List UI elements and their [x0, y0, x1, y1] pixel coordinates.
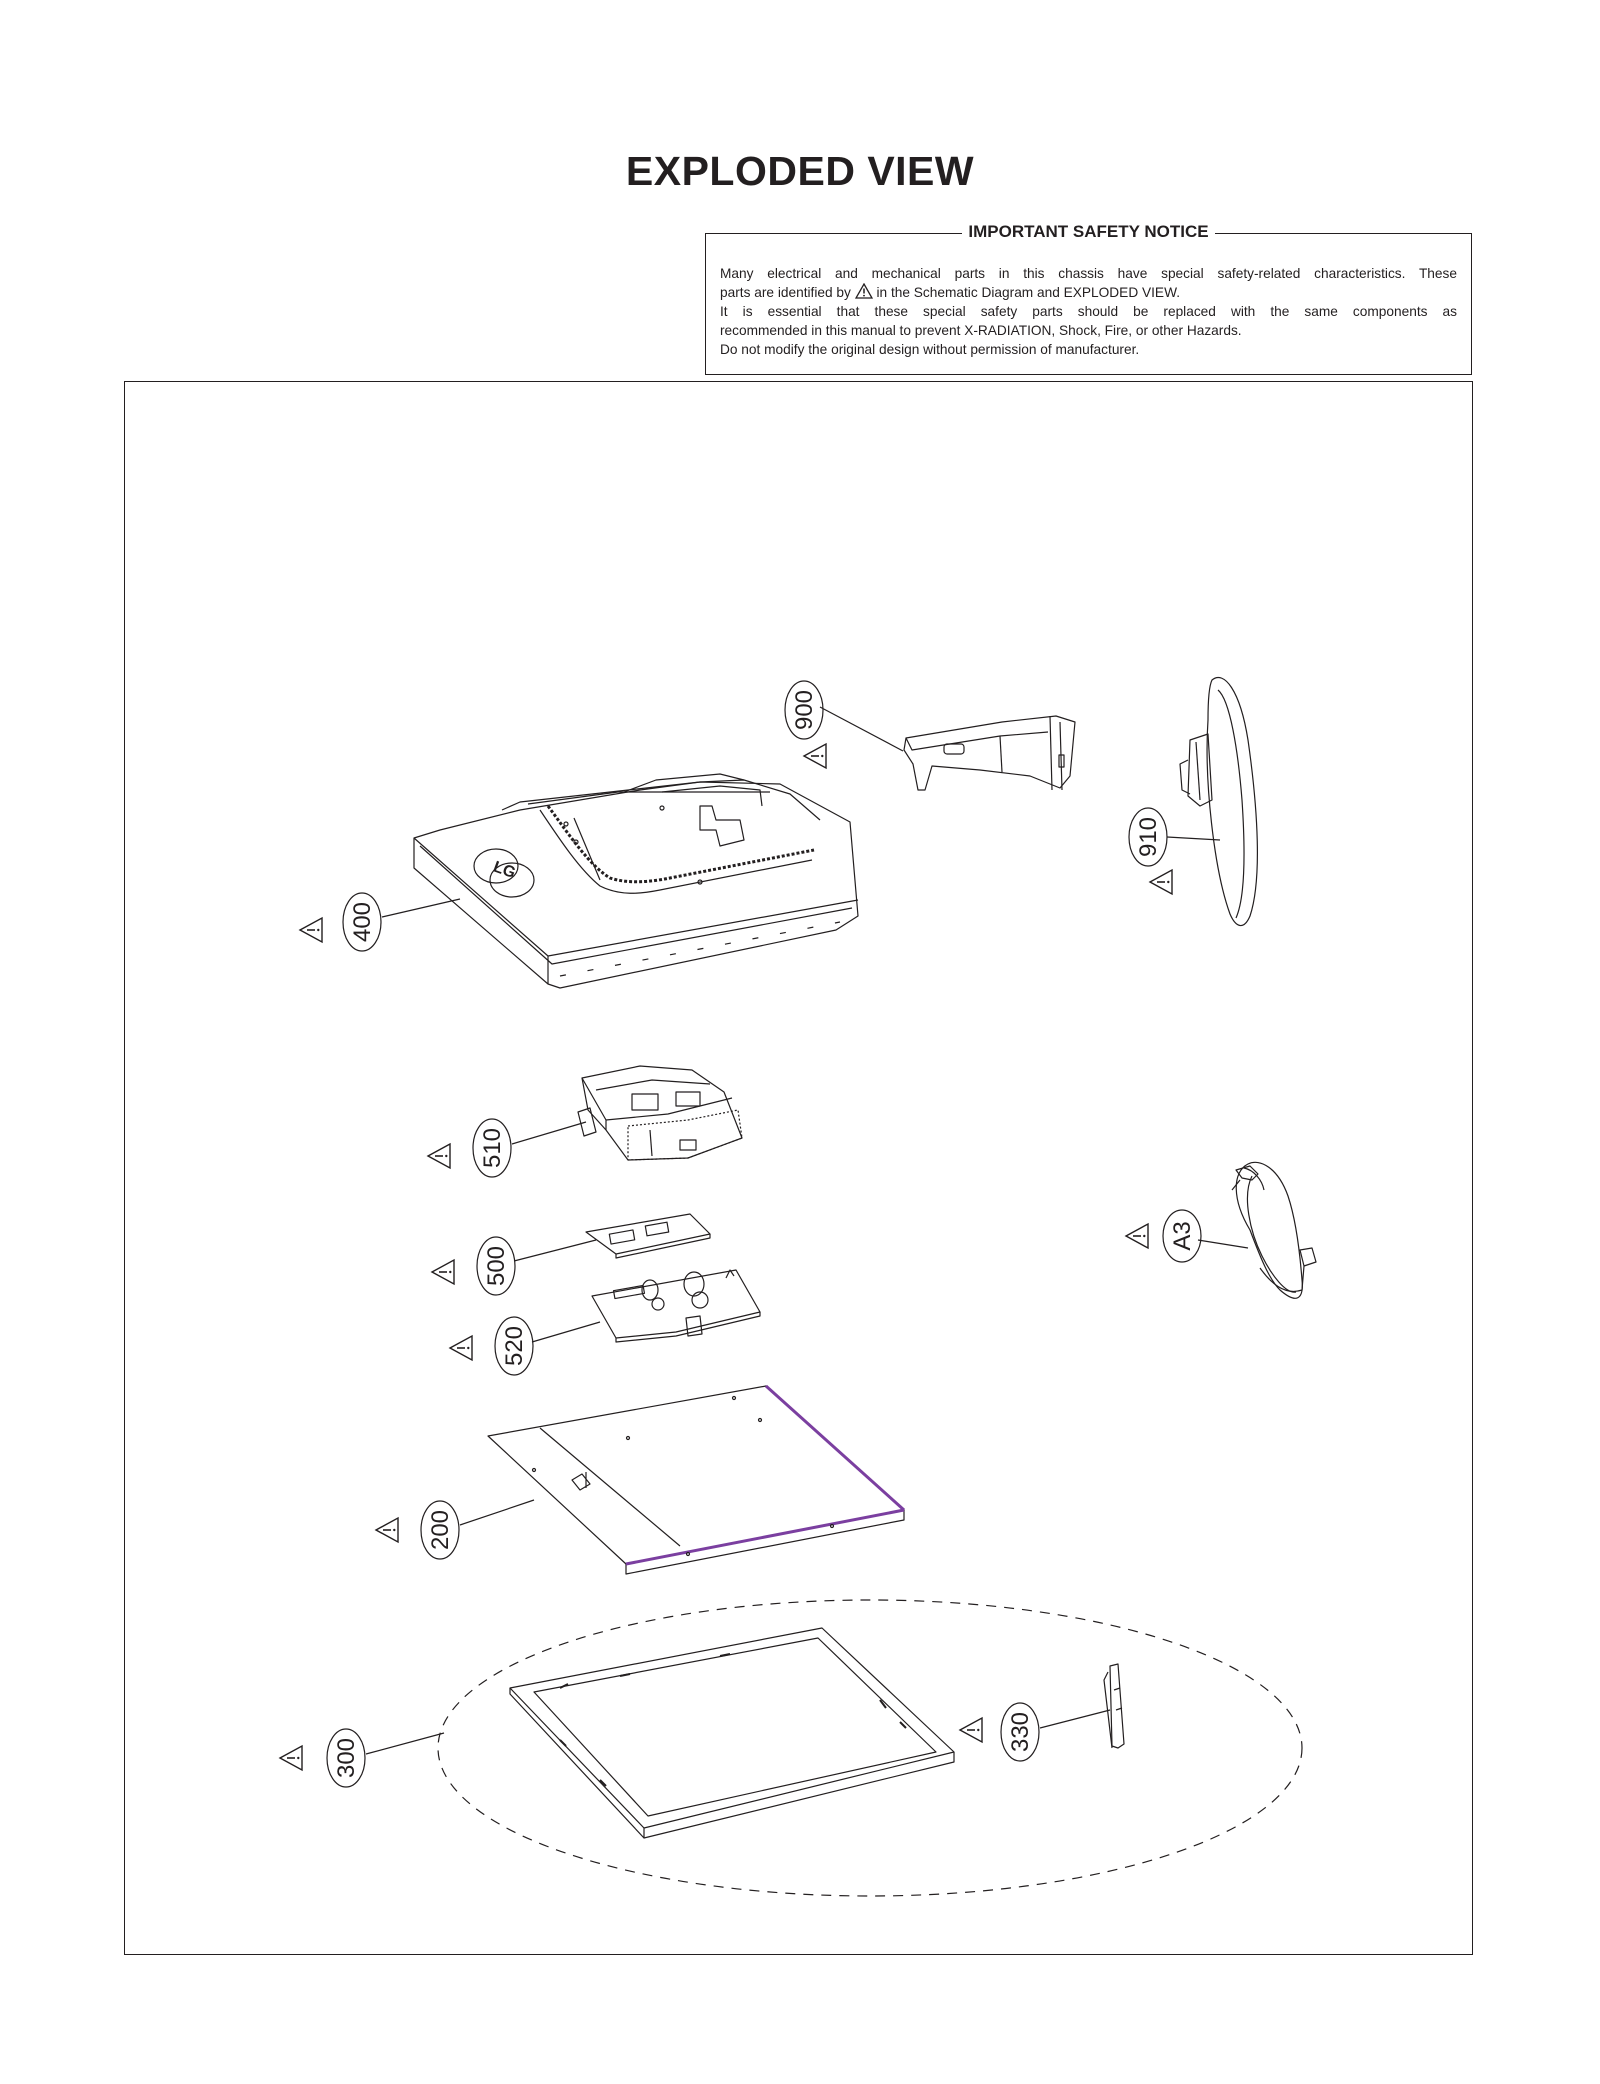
callout-900: [784, 680, 824, 740]
notice-line-2-start: parts are identified by: [720, 285, 851, 300]
callout-500: [476, 1236, 516, 1296]
label-510: 510: [479, 1128, 506, 1168]
diagram-frame: [124, 381, 1473, 1955]
leader-400: [381, 898, 461, 918]
label-520: 520: [501, 1326, 528, 1366]
leader-900: [819, 706, 904, 752]
bracket-part: [1103, 1663, 1125, 1749]
callout-300: [326, 1728, 366, 1788]
leader-300: [365, 1732, 445, 1755]
stand-base-part: [1179, 677, 1258, 927]
notice-line-2-end: in the Schematic Diagram and EXPLODED VI…: [876, 285, 1181, 300]
label-200: 200: [427, 1510, 454, 1550]
back-cover-part: LG: [413, 773, 859, 989]
front-bezel-part: [509, 1627, 955, 1839]
assembly-group-outline: [437, 1599, 1303, 1897]
safety-notice-box: IMPORTANT SAFETY NOTICE Many electrical …: [705, 222, 1472, 375]
warning-triangle-icon: [1125, 1223, 1149, 1249]
notice-line-5: Do not modify the original design withou…: [720, 342, 1140, 357]
notice-line-3: It is essential that these special safet…: [720, 304, 1457, 319]
callout-A3: [1162, 1209, 1202, 1263]
label-300: 300: [333, 1738, 360, 1778]
power-module-part: [577, 1065, 743, 1161]
leader-330: [1039, 1709, 1111, 1729]
leader-510: [511, 1121, 587, 1145]
leader-500: [513, 1239, 597, 1262]
label-900: 900: [791, 690, 818, 730]
callout-330: [1000, 1702, 1040, 1762]
warning-triangle-icon: [431, 1259, 455, 1285]
callout-400: [342, 892, 382, 952]
callout-510: [472, 1118, 512, 1178]
leader-910: [1166, 836, 1221, 841]
label-910: 910: [1135, 817, 1162, 857]
label-400: 400: [349, 902, 376, 942]
page-title: EXPLODED VIEW: [625, 148, 975, 194]
callout-520: [494, 1316, 534, 1376]
warning-triangle-icon: [299, 917, 323, 943]
label-A3: A3: [1169, 1221, 1196, 1250]
svg-text:LG: LG: [491, 858, 518, 882]
leader-A3: [1197, 1239, 1249, 1249]
warning-triangle-icon: [427, 1143, 451, 1169]
label-500: 500: [483, 1246, 510, 1286]
notice-line-1: Many electrical and mechanical parts in …: [720, 266, 1457, 281]
leader-200: [459, 1499, 535, 1526]
safety-notice-heading-wrap: IMPORTANT SAFETY NOTICE: [706, 222, 1471, 242]
stand-neck-part: [903, 715, 1076, 791]
warning-triangle-icon: [375, 1517, 399, 1543]
notice-line-4: recommended in this manual to prevent X-…: [720, 323, 1242, 338]
callout-200: [420, 1500, 460, 1560]
warning-triangle-icon: [803, 743, 827, 769]
main-board-part: [591, 1269, 761, 1343]
warning-triangle-icon: [959, 1717, 983, 1743]
leader-520: [531, 1321, 601, 1343]
power-cord-part: [1231, 1161, 1317, 1299]
callout-910: [1128, 807, 1168, 867]
warning-triangle-icon: [449, 1335, 473, 1361]
lcd-panel-part: [487, 1384, 906, 1575]
warning-triangle-icon: [1149, 869, 1173, 895]
control-board-part: [585, 1213, 711, 1259]
warning-triangle-icon: [854, 283, 873, 299]
notice-line-2: parts are identified by in the Schematic…: [720, 283, 1457, 302]
label-330: 330: [1007, 1712, 1034, 1752]
safety-notice-heading: IMPORTANT SAFETY NOTICE: [962, 222, 1215, 241]
warning-triangle-icon: [279, 1745, 303, 1771]
safety-notice-body: Many electrical and mechanical parts in …: [720, 264, 1457, 359]
